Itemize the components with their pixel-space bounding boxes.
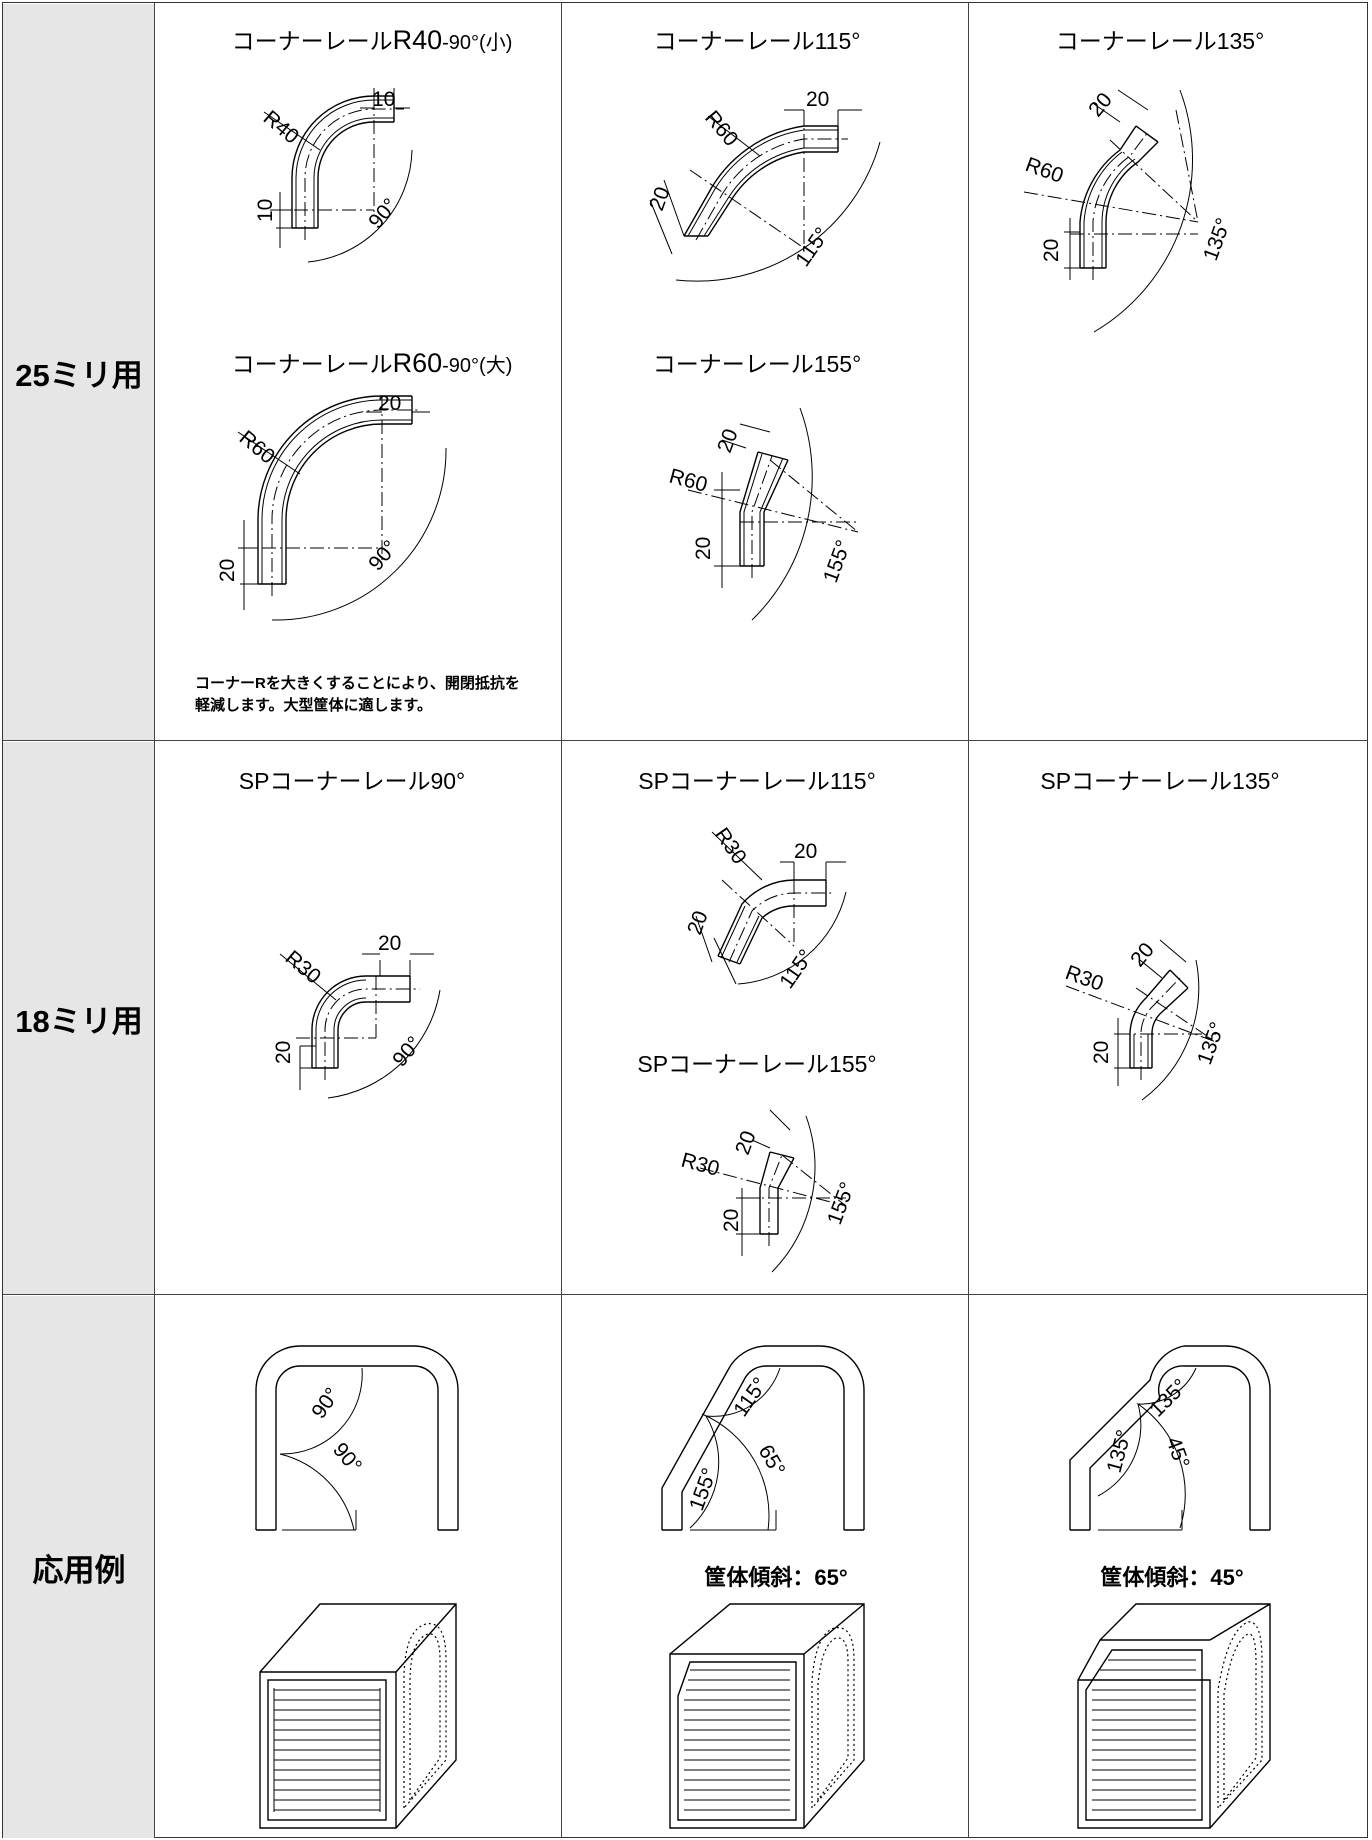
grid-line [2, 1294, 1368, 1296]
angle-label: 90° [307, 1384, 344, 1423]
cabinet-65-illustration [669, 1603, 865, 1829]
dim-label: 10 [372, 88, 395, 111]
title-sp-135: SPコーナーレール135° [1040, 768, 1280, 794]
dim-label: 20 [378, 392, 401, 415]
row-header-18mm: 18ミリ用 [3, 742, 155, 1294]
caption-tilt-45: 筐体傾斜：45° [1100, 1565, 1244, 1590]
application-frame-45: 135° 45° 135° [1069, 1345, 1271, 1531]
rail-115-drawing: 20 R60 20 115° [645, 88, 881, 282]
rail-sp-90-drawing: 20 R30 20 90° [272, 932, 441, 1099]
dim-label: 20 [1126, 939, 1159, 972]
dim-label: R30 [710, 824, 751, 869]
rail-r40-90-drawing: 10 R40 10 90° [254, 88, 413, 263]
dim-label: 20 [1090, 1041, 1113, 1064]
title-sp-90: SPコーナーレール90° [238, 768, 466, 794]
dim-label: 20 [806, 88, 829, 111]
dim-label: 20 [272, 1041, 295, 1064]
dim-label: R30 [679, 1149, 722, 1181]
dim-label: 20 [378, 932, 401, 955]
dim-label: 90° [364, 194, 402, 233]
dim-label: 90° [388, 1032, 426, 1071]
dim-label: R30 [281, 946, 325, 988]
application-frame-65: 115° 65° 155° [661, 1345, 865, 1531]
dim-label: 20 [720, 1209, 743, 1232]
dim-label: 155° [819, 537, 855, 586]
rail-sp-135-drawing: 20 R30 20 135° [1062, 939, 1230, 1101]
dim-label: 20 [692, 537, 715, 560]
angle-label: 115° [729, 1373, 772, 1421]
dim-label: 135° [1193, 1019, 1229, 1068]
dim-label: 115° [791, 223, 834, 271]
caption-tilt-65: 筐体傾斜：65° [704, 1565, 848, 1590]
angle-label: 90° [328, 1438, 366, 1477]
dim-label: R60 [1022, 153, 1066, 188]
title-sp-115: SPコーナーレール115° [638, 768, 876, 794]
dim-label: 20 [731, 1128, 761, 1158]
dim-label: 20 [683, 908, 713, 938]
title-r60-90: コーナーレールR60-90°(大) [231, 348, 513, 378]
dim-label: 10 [254, 199, 277, 222]
note-text: コーナーRを大きくすることにより、開閉抵抗を軽減します。大型筐体に適します。 [195, 675, 520, 714]
grid-line [154, 2, 156, 1838]
rail-135-drawing: 20 R60 20 135° [1022, 89, 1236, 333]
rail-155-drawing: 20 R60 20 155° [667, 407, 859, 621]
row-header-application: 応用例 [3, 1296, 155, 1838]
grid-line [968, 2, 970, 1838]
row-header-label: 25ミリ用 [15, 357, 143, 393]
angle-label: 45° [1161, 1434, 1193, 1472]
dim-label: 20 [713, 426, 743, 456]
rail-r60-90-drawing: 20 R60 20 90° [216, 392, 447, 621]
title-r40-90: コーナーレールR40-90°(小) [231, 25, 513, 55]
dim-label: 155° [823, 1179, 859, 1228]
title-corner-115: コーナーレール115° [653, 28, 861, 54]
rail-sp-115-drawing: 20 R30 20 115° [683, 824, 847, 993]
cabinet-45-illustration [1077, 1603, 1271, 1829]
rail-sp-155-drawing: 20 R30 20 155° [679, 1109, 860, 1273]
dim-label: 20 [216, 559, 239, 582]
dim-label: 135° [1199, 215, 1235, 264]
row-header-label: 18ミリ用 [15, 1003, 143, 1039]
grid-line [561, 2, 563, 1838]
dim-label: 20 [645, 184, 675, 214]
angle-label: 135° [1103, 1427, 1136, 1475]
dim-label: R60 [667, 465, 710, 497]
title-corner-135: コーナーレール135° [1055, 28, 1265, 54]
dim-label: 115° [775, 945, 818, 993]
angle-label: 155° [685, 1465, 721, 1514]
dim-label: 20 [794, 840, 817, 863]
row-header-25mm: 25ミリ用 [3, 4, 155, 740]
dim-label: 20 [1040, 239, 1063, 262]
application-frame-90: 90° 90° [255, 1345, 459, 1531]
dim-label: R60 [700, 106, 742, 150]
angle-label: 135° [1145, 1375, 1192, 1422]
title-sp-155: SPコーナーレール155° [637, 1051, 877, 1077]
title-corner-155: コーナーレール155° [652, 351, 862, 377]
angle-label: 65° [754, 1441, 790, 1480]
dim-label: R30 [1062, 961, 1106, 996]
row-header-label: 応用例 [32, 1552, 126, 1588]
cabinet-90-illustration [259, 1603, 457, 1829]
grid-line [2, 740, 1368, 742]
